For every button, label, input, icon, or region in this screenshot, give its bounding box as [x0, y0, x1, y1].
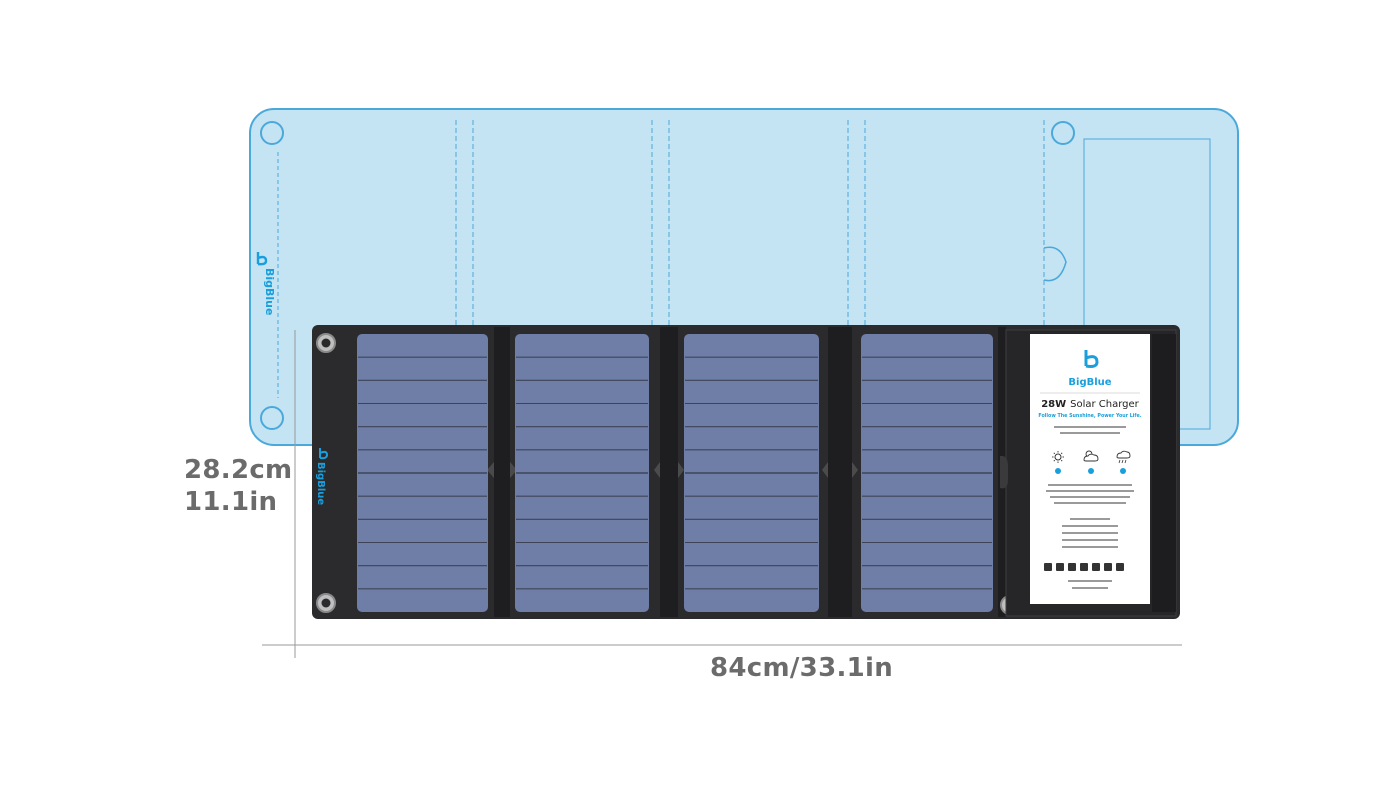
- solar-cells: [357, 334, 993, 612]
- label-brand: BigBlue: [1068, 377, 1111, 388]
- svg-text:BigBlue: BigBlue: [263, 268, 276, 315]
- label-fine-print-2: [1046, 484, 1134, 589]
- svg-text:BigBlue: BigBlue: [315, 462, 326, 505]
- outline-fold-lines: [455, 120, 1045, 328]
- outline-grommet-tr: [1051, 121, 1075, 145]
- pocket-tab: [1000, 455, 1008, 489]
- outline-grommet-tl: [260, 121, 284, 145]
- height-in: 11.1in: [184, 487, 278, 517]
- outline-brand: BigBlue: [263, 268, 276, 315]
- panel-brand: BigBlue: [315, 462, 326, 505]
- outline-brand-logo-icon: [256, 252, 268, 266]
- label-logo-icon: [1084, 350, 1099, 368]
- certification-marks-icon: [1044, 563, 1124, 571]
- panel-brand-logo-icon: [319, 448, 329, 460]
- panel-hinge-notches: [487, 462, 858, 478]
- outline-tab: [1043, 246, 1067, 282]
- height-cm: 28.2cm: [184, 455, 293, 485]
- velcro-strip: [1152, 334, 1176, 612]
- label-slogan: Follow The Sunshine, Power Your Life.: [1038, 413, 1141, 419]
- width-dimension: 84cm/33.1in: [710, 653, 894, 683]
- label-fine-print: [1054, 426, 1126, 434]
- outline-grommet-bl: [260, 406, 284, 430]
- sun-icon: [1052, 451, 1064, 474]
- rain-icon: [1116, 450, 1131, 474]
- partly-cloudy-icon: [1083, 450, 1099, 474]
- height-dimension: 28.2cm 11.1in: [184, 454, 292, 518]
